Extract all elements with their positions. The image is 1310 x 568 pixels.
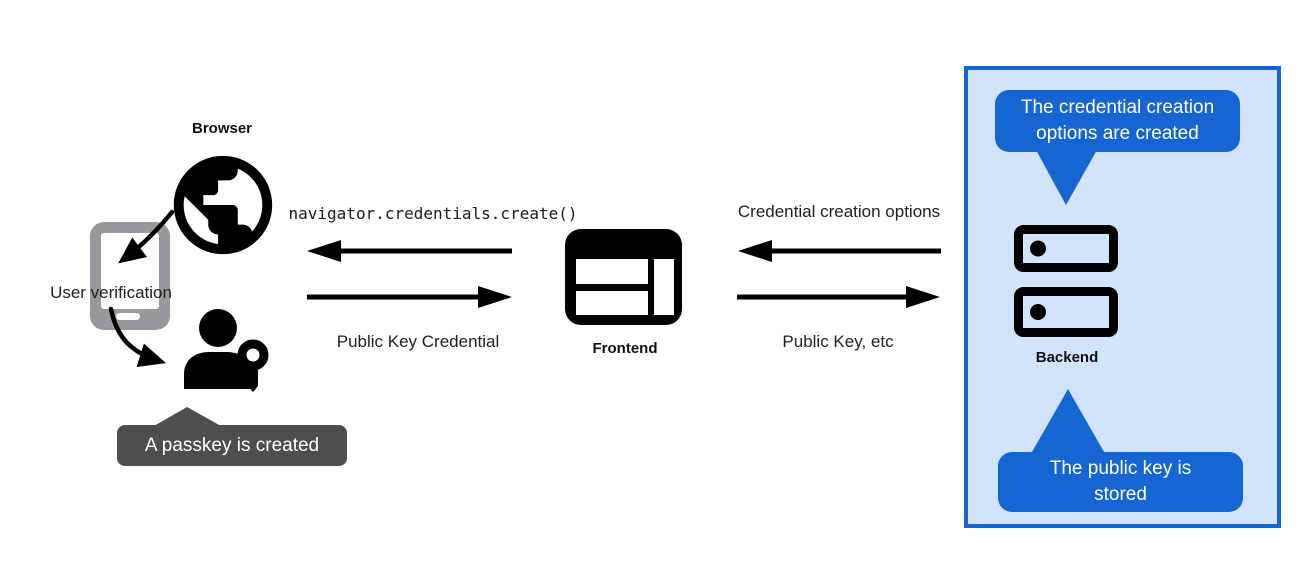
key-stored-text: The public key is stored [1049, 458, 1192, 505]
browser-window-icon [565, 229, 682, 325]
arrow-frontend-to-browser [307, 240, 512, 262]
smartphone-icon [90, 222, 170, 330]
backend-label: Backend [1035, 349, 1099, 366]
globe-icon [164, 146, 282, 264]
options-created-bubble: The credential creation options are crea… [995, 90, 1240, 152]
options-created-bubble-pointer [1036, 150, 1097, 205]
browser-label: Browser [191, 120, 253, 137]
frontend-label: Frontend [592, 340, 658, 357]
person-key-icon [178, 302, 270, 392]
navigator-credentials-create-label: navigator.credentials.create() [288, 204, 578, 223]
arrow-frontend-to-backend [737, 286, 940, 308]
passkey-tooltip: A passkey is created [117, 425, 347, 466]
credential-creation-options-label: Credential creation options [737, 202, 941, 221]
user-verification-label: User verification [50, 283, 172, 302]
server-stack-icon [1014, 225, 1118, 338]
passkey-tooltip-pointer [154, 407, 221, 426]
key-stored-bubble: The public key is stored [998, 452, 1243, 512]
public-key-credential-label: Public Key Credential [336, 332, 500, 351]
passkey-tooltip-text: A passkey is created [144, 434, 320, 456]
arrow-browser-to-frontend [307, 286, 512, 308]
arrow-backend-to-frontend [738, 240, 941, 262]
key-stored-bubble-pointer [1032, 389, 1104, 452]
public-key-etc-label: Public Key, etc [782, 332, 894, 351]
options-created-text: The credential creation options are crea… [1020, 97, 1215, 144]
